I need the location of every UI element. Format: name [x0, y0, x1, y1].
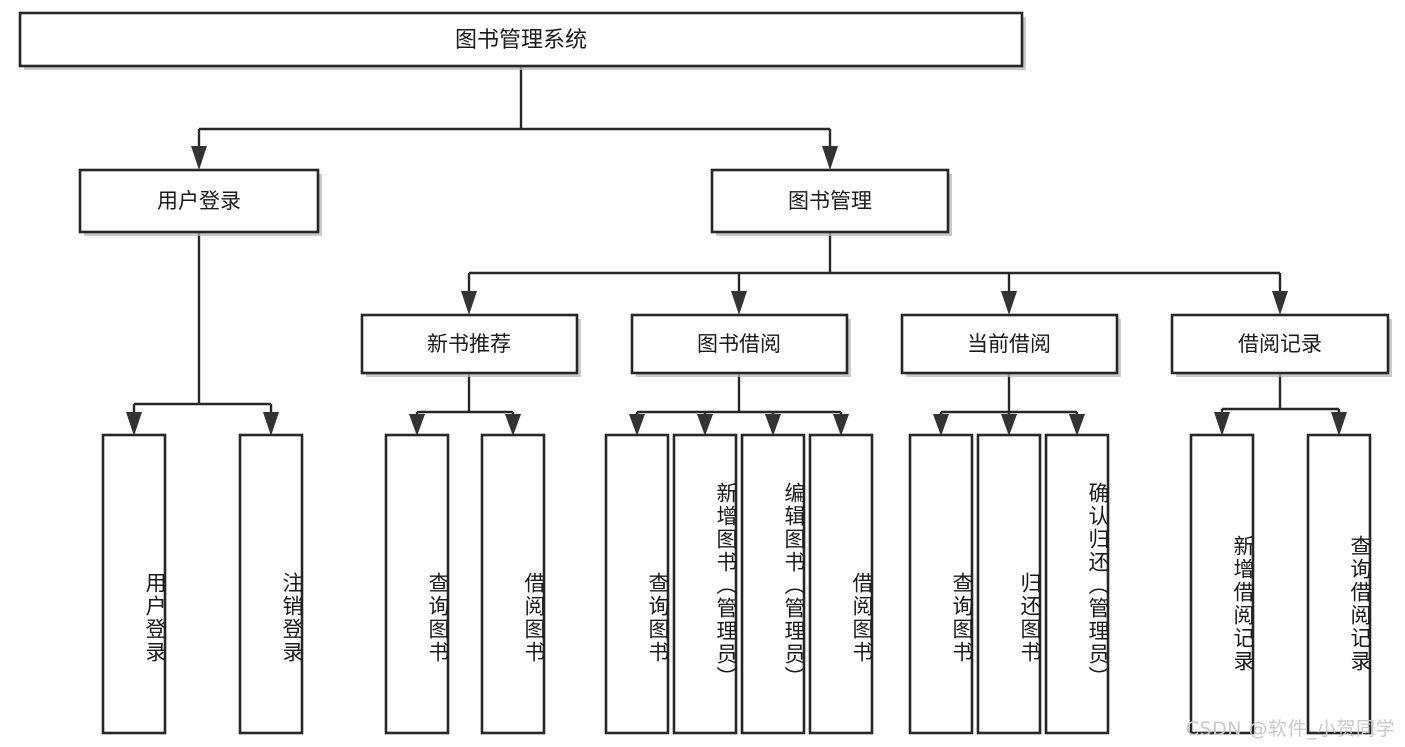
current-borrow-label: 当前借阅 [967, 332, 1051, 356]
arrow-head-borrow-record [1272, 291, 1288, 315]
leaf-node-new-book-1[interactable] [384, 433, 450, 735]
node-user-login[interactable]: 用户登录 [78, 168, 322, 236]
leaf-node-user-login-2[interactable] [238, 433, 304, 735]
root-box [18, 11, 1024, 68]
connector-group-new-book [409, 373, 521, 436]
arrow-head-leaf-borrow-record-2 [1331, 412, 1347, 436]
leaf-node-new-book-2[interactable] [480, 433, 546, 735]
connector-group-user-login [126, 232, 279, 436]
root-label: 图书管理系统 [455, 28, 587, 53]
leaf-box [908, 433, 974, 735]
leaf-box [976, 433, 1042, 735]
leaf-box [238, 433, 304, 735]
leaf-node-current-borrow-1[interactable] [908, 433, 974, 735]
arrow-head-leaf-book-borrow-1 [629, 414, 645, 436]
leaf-box [740, 433, 806, 735]
arrow-head-leaf-book-borrow-3 [765, 414, 781, 436]
node-book-borrow[interactable]: 图书借阅 [630, 313, 851, 377]
arrow-head-leaf-book-borrow-4 [833, 414, 849, 436]
leaf-box [1189, 433, 1255, 735]
user-login-box [78, 168, 320, 234]
leaf-box [480, 433, 546, 735]
arrow-head-leaf-current-borrow-2 [1001, 414, 1017, 436]
leaf-box [101, 433, 167, 735]
book-borrow-label: 图书借阅 [697, 332, 781, 356]
user-login-label: 用户登录 [157, 189, 241, 213]
leaf-box [384, 433, 450, 735]
watermark-csdn: CSDN @软件_小贺同学 [1185, 718, 1395, 740]
leaf-node-user-login-1[interactable] [101, 433, 167, 735]
leaf-node-book-borrow-3[interactable] [740, 433, 806, 735]
connector-group-root [191, 66, 838, 170]
node-new-book-recommend[interactable]: 新书推荐 [360, 313, 581, 377]
leaf-node-borrow-record-1[interactable] [1189, 433, 1255, 735]
book-manage-box [710, 168, 950, 234]
leaf-box [1044, 433, 1110, 735]
arrow-head-leaf-book-borrow-2 [697, 414, 713, 436]
connector-group-book-borrow [629, 373, 849, 436]
leaf-box [604, 433, 670, 735]
connector-group-borrow-record [1214, 373, 1347, 436]
arrow-head-leaf-current-borrow-1 [933, 414, 949, 436]
new-book-label: 新书推荐 [427, 332, 511, 356]
connector-group-current-borrow [933, 373, 1085, 436]
arrow-head-leaf-borrow-record-1 [1214, 412, 1230, 436]
leaf-box [672, 433, 738, 735]
leaf-node-current-borrow-3[interactable] [1044, 433, 1110, 735]
arrow-head-new-book [461, 291, 477, 315]
leaf-node-book-borrow-1[interactable] [604, 433, 670, 735]
node-current-borrow[interactable]: 当前借阅 [900, 313, 1121, 377]
new-book-box [360, 313, 579, 375]
arrow-head-leaf-user-login-1 [126, 412, 142, 436]
leaf-node-current-borrow-2[interactable] [976, 433, 1042, 735]
borrow-record-box [1170, 313, 1390, 375]
current-borrow-box [900, 313, 1119, 375]
leaf-box [808, 433, 874, 735]
leaf-node-book-borrow-4[interactable] [808, 433, 874, 735]
node-borrow-record[interactable]: 借阅记录 [1170, 313, 1392, 377]
arrow-head-book-manage [822, 146, 838, 170]
connector-group-book-manage [461, 232, 1288, 315]
leaf-node-book-borrow-2[interactable] [672, 433, 738, 735]
arrow-head-leaf-current-borrow-3 [1069, 414, 1085, 436]
node-root-system[interactable]: 图书管理系统 [18, 11, 1026, 70]
arrow-head-leaf-user-login-2 [263, 412, 279, 436]
arrow-head-leaf-new-book-2 [505, 414, 521, 436]
arrow-head-user-login [191, 146, 207, 170]
arrow-head-current-borrow [1001, 291, 1017, 315]
leaf-box [1306, 433, 1372, 735]
arrow-head-book-borrow [731, 291, 747, 315]
borrow-record-label: 借阅记录 [1238, 332, 1322, 356]
node-book-manage[interactable]: 图书管理 [710, 168, 952, 236]
leaf-node-borrow-record-2[interactable] [1306, 433, 1372, 735]
book-borrow-box [630, 313, 849, 375]
book-manage-label: 图书管理 [788, 189, 872, 213]
arrow-head-leaf-new-book-1 [409, 414, 425, 436]
